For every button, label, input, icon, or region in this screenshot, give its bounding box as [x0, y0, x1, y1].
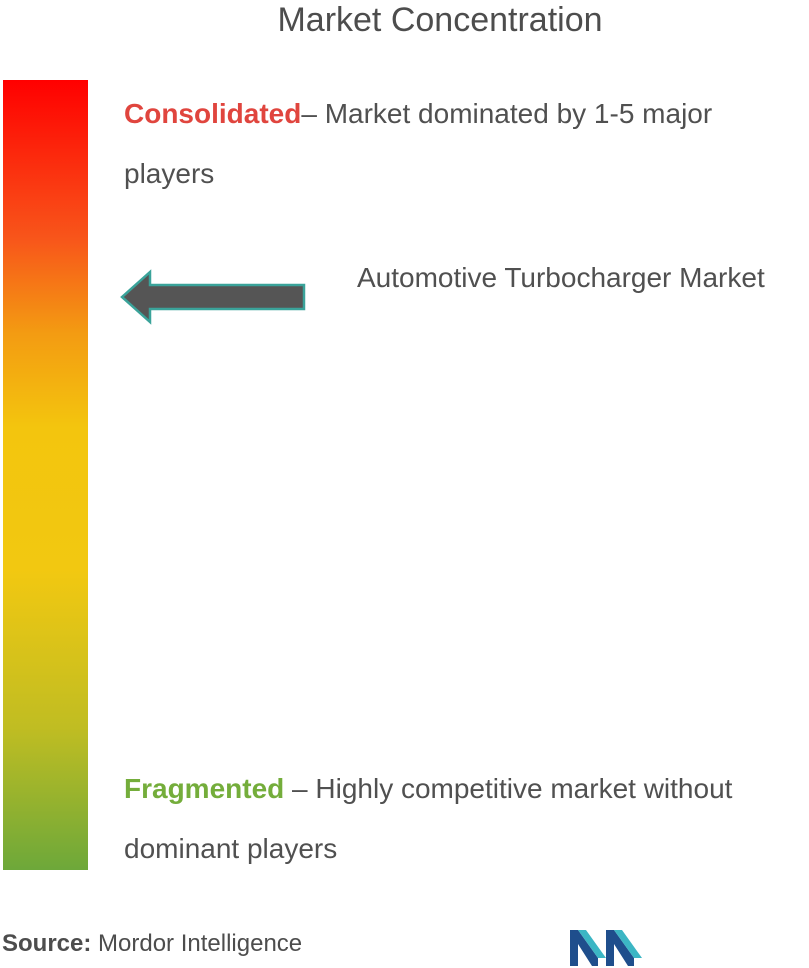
source-attribution: Source: Mordor Intelligence — [2, 930, 302, 958]
consolidated-description: Consolidated– Market dominated by 1-5 ma… — [124, 84, 794, 204]
fragmented-description: Fragmented – Highly competitive market w… — [124, 759, 809, 879]
chart-title: Market Concentration — [277, 1, 603, 39]
fragmented-text: – Highly competitive market without domi… — [124, 773, 733, 864]
source-name: Mordor Intelligence — [91, 930, 303, 957]
consolidated-text: – Market dominated by 1-5 major players — [124, 98, 713, 189]
consolidated-keyword: Consolidated — [124, 98, 302, 129]
market-position-arrow-icon — [120, 269, 306, 325]
mordor-intelligence-logo-icon — [570, 930, 642, 966]
source-prefix: Source: — [2, 930, 92, 957]
market-label: Automotive Turbocharger Market — [357, 262, 765, 293]
fragmented-keyword: Fragmented — [124, 773, 285, 804]
concentration-gradient-bar — [3, 80, 88, 870]
